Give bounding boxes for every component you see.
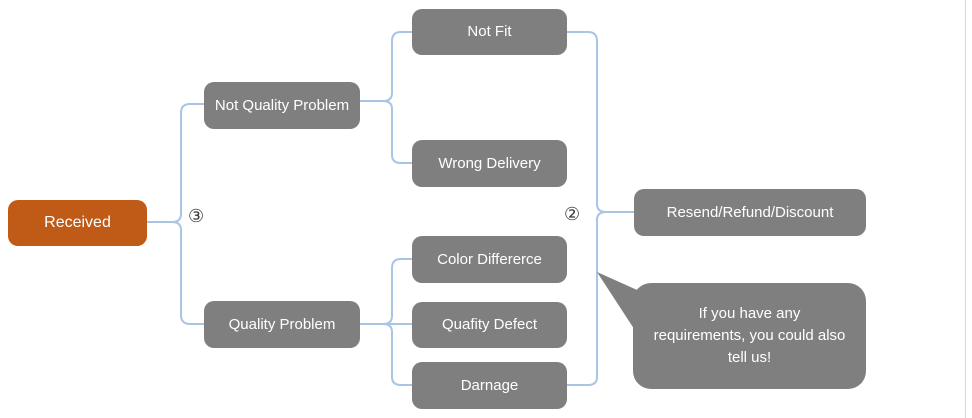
callout-text: If you have any requirements, you could … (653, 305, 846, 366)
node-quafity-defect: Quafity Defect (412, 302, 567, 348)
brace-upper-mid (382, 31, 413, 164)
callout-bubble: If you have any requirements, you could … (633, 283, 866, 389)
marker-circled-2: ② (564, 204, 581, 224)
node-not-fit-label: Not Fit (467, 23, 512, 40)
marker-circled-3: ③ (188, 206, 205, 226)
brace-left (171, 103, 205, 325)
node-quality-problem: Quality Problem (204, 301, 360, 348)
node-not-fit: Not Fit (412, 9, 567, 55)
node-darnage: Darnage (412, 362, 567, 409)
node-not-quality-problem-label: Not Quality Problem (214, 97, 350, 114)
node-color-differerce-label: Color Differerce (437, 250, 542, 268)
node-received-label: Received (44, 214, 111, 231)
node-not-quality-problem: Not Quality Problem (204, 82, 360, 129)
node-resend-refund-discount-label: Resend/Refund/Discount (666, 203, 834, 221)
node-wrong-delivery-label: Wrong Delivery (438, 154, 541, 172)
node-wrong-delivery: Wrong Delivery (412, 140, 567, 187)
right-edge-divider (965, 0, 966, 418)
brace-lower-mid (382, 258, 413, 386)
node-darnage-label: Darnage (460, 376, 519, 394)
node-resend-refund-discount: Resend/Refund/Discount (634, 189, 866, 236)
node-quality-problem-label: Quality Problem (228, 315, 336, 333)
node-received: Received (8, 200, 147, 246)
node-color-differerce: Color Differerce (412, 236, 567, 283)
node-quafity-defect-label: Quafity Defect (441, 316, 538, 333)
